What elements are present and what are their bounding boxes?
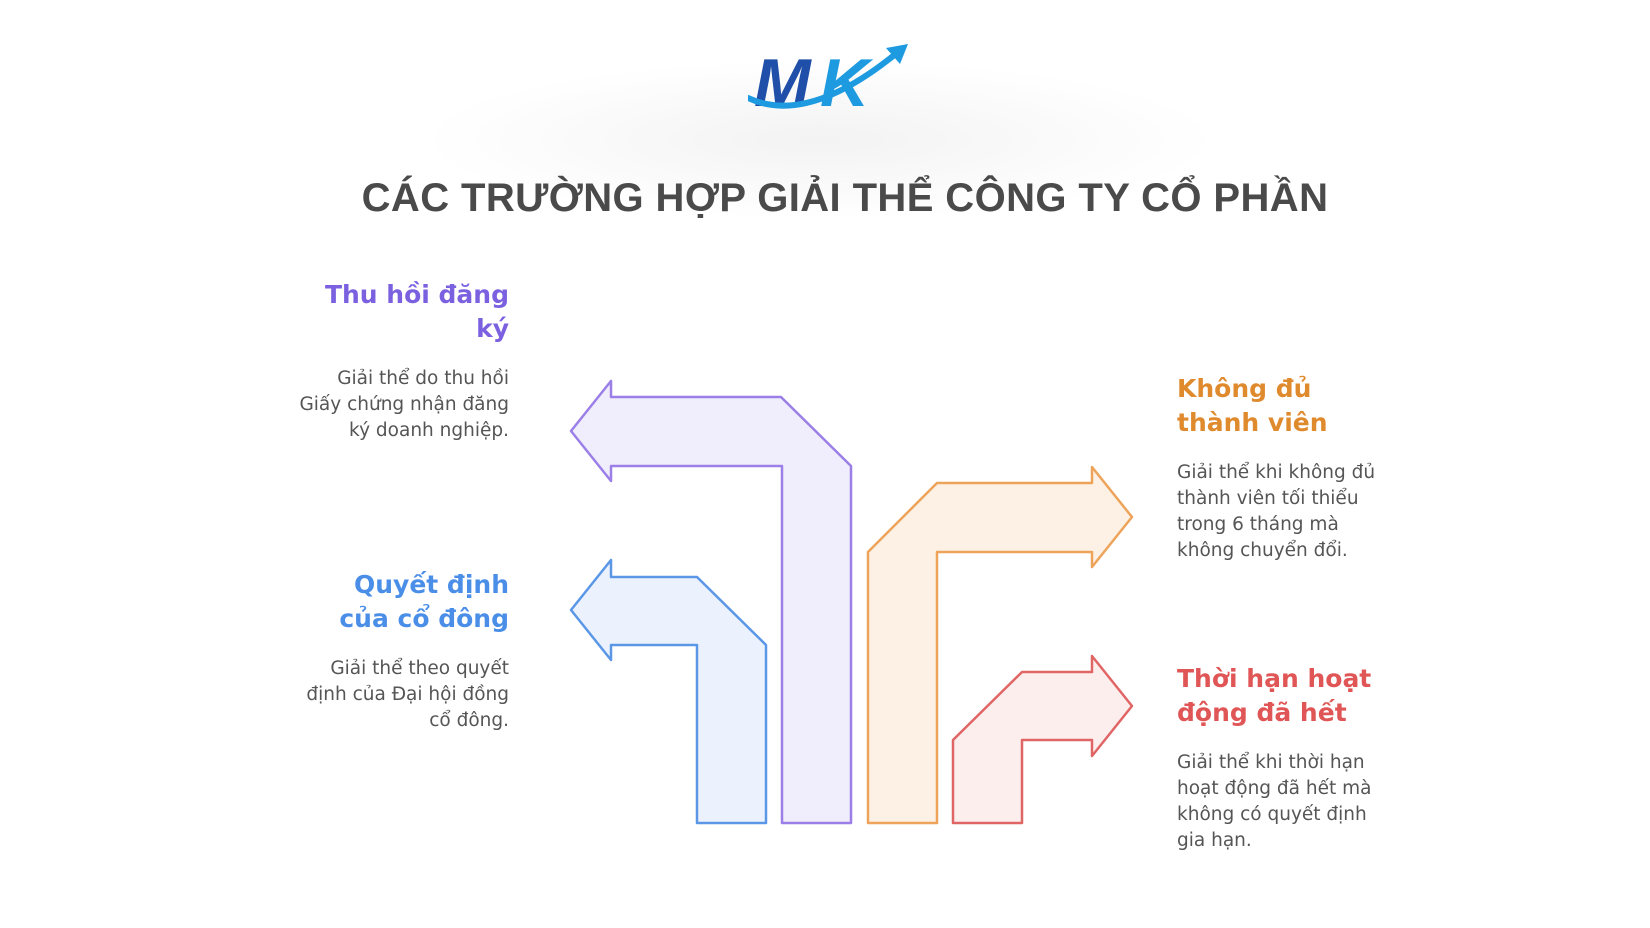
arrow-orange-right <box>866 465 1134 825</box>
item-description: Giải thể khi không đủ thành viên tối thi… <box>1177 462 1376 561</box>
arrow-purple-left <box>569 379 853 825</box>
item-heading: Quyết định của cổ đông <box>339 570 509 633</box>
item-description: Giải thể theo quyết định của Đại hội đồn… <box>306 658 509 731</box>
item-term-expired: Thời hạn hoạt động đã hết Giải thể khi t… <box>1177 662 1387 854</box>
svg-text:K: K <box>820 45 874 121</box>
item-shareholder-decision: Quyết định của cổ đông Giải thể theo quy… <box>299 568 509 734</box>
arrow-red-right <box>951 654 1134 825</box>
item-revoke-registration: Thu hồi đăng ký Giải thể do thu hồi Giấy… <box>299 278 509 444</box>
item-heading: Không đủ thành viên <box>1177 374 1328 437</box>
arrow-blue-left <box>569 558 768 825</box>
title-background-glow <box>420 60 1220 220</box>
item-description: Giải thể khi thời hạn hoạt động đã hết m… <box>1177 752 1372 851</box>
company-logo: M K <box>745 40 918 150</box>
item-heading: Thời hạn hoạt động đã hết <box>1177 664 1372 727</box>
item-heading: Thu hồi đăng ký <box>324 280 509 343</box>
item-description: Giải thể do thu hồi Giấy chứng nhận đăng… <box>299 368 509 441</box>
page-title: CÁC TRƯỜNG HỢP GIẢI THỂ CÔNG TY CỔ PHẦN <box>361 176 1329 220</box>
item-insufficient-members: Không đủ thành viên Giải thể khi không đ… <box>1177 372 1387 564</box>
